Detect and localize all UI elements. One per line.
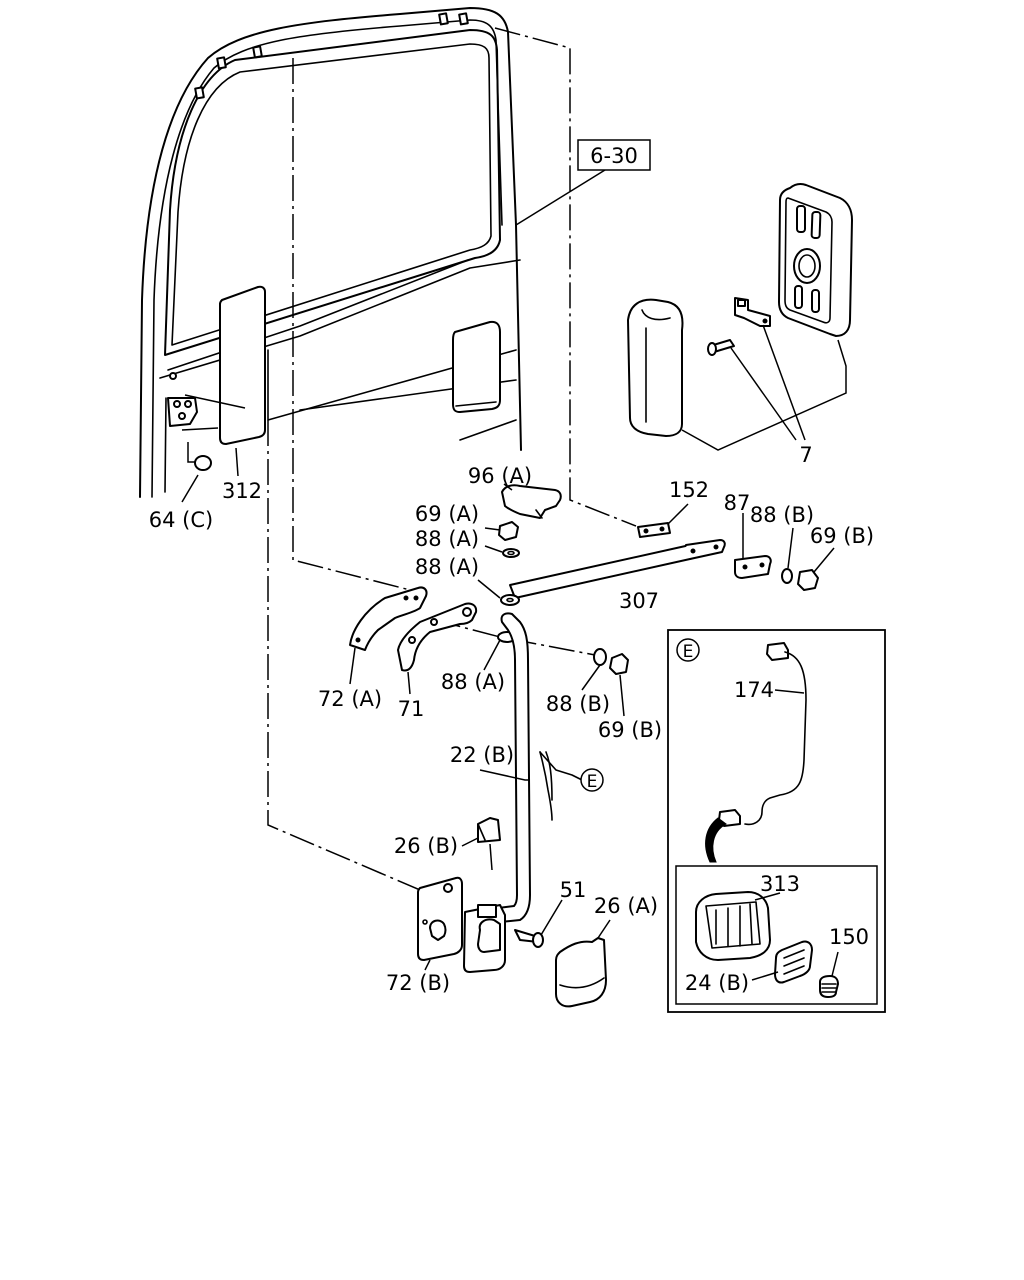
mirror-assembly: 7 [627,183,853,467]
reference-box-label: 6-30 [590,144,638,168]
reference-box: 6-30 [577,139,651,171]
detail-panel-marker: E [683,642,694,662]
label-87: 87 [724,491,751,515]
label-150: 150 [829,925,869,949]
label-69b-2: 69 (B) [598,718,662,742]
label-64c: 64 (C) [149,508,213,532]
label-69b-1: 69 (B) [810,524,874,548]
label-72a: 72 (A) [318,687,382,711]
label-71: 71 [398,697,425,721]
label-72b: 72 (B) [386,971,450,995]
door-assembly [139,7,522,498]
callout-e-marker-label: E [587,772,598,792]
part-labels: 96 (A) 69 (A) 88 (A) 88 (A) 152 87 88 (B… [149,464,874,995]
label-69a: 69 (A) [415,502,479,526]
label-22b: 22 (B) [450,743,514,767]
label-96a: 96 (A) [468,464,532,488]
label-24b: 24 (B) [685,971,749,995]
detail-panel-e: E 174 313 24 (B) 150 [667,629,886,1013]
label-88b-2: 88 (B) [546,692,610,716]
label-88a-3: 88 (A) [441,670,505,694]
label-26b: 26 (B) [394,834,458,858]
stay-assembly [349,483,835,1008]
leader-lines [181,169,606,503]
label-7: 7 [799,443,812,467]
label-26a: 26 (A) [594,894,658,918]
label-88b-1: 88 (B) [750,503,814,527]
label-174: 174 [734,678,774,702]
label-88a-2: 88 (A) [415,555,479,579]
callout-e-marker: E [580,768,604,792]
label-307: 307 [619,589,659,613]
label-152: 152 [669,478,709,502]
label-312: 312 [222,479,262,503]
label-51: 51 [560,878,587,902]
label-313: 313 [760,872,800,896]
label-88a-1: 88 (A) [415,527,479,551]
